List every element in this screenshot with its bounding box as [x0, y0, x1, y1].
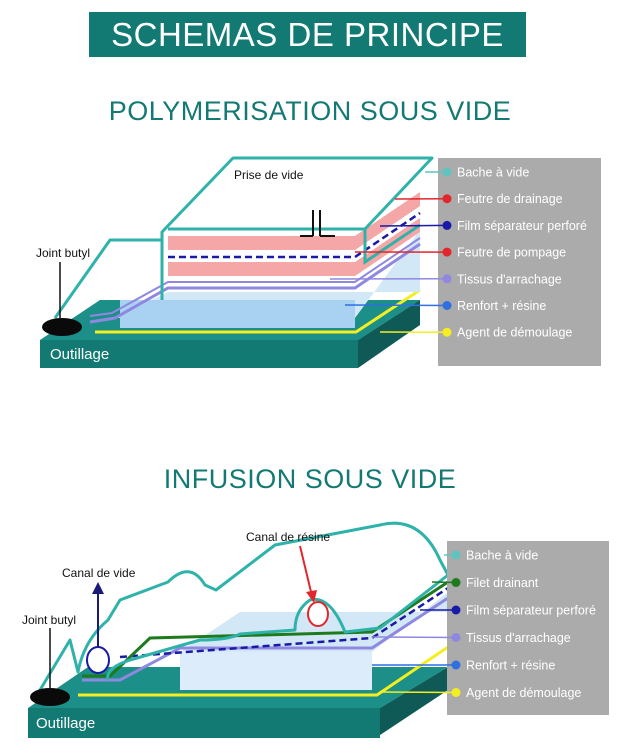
resin-channel [307, 601, 329, 627]
legend-label: Film séparateur perforé [457, 219, 587, 233]
joint-butyl-label-2: Joint butyl [22, 613, 76, 627]
joint-butyl-label-1: Joint butyl [36, 246, 90, 260]
tooling2-right [380, 667, 448, 735]
legend-dot [451, 633, 461, 642]
legend-label: Renfort + résine [466, 659, 555, 673]
diagram1: Outillage Prise de vide Joint butyl [36, 156, 601, 368]
pumping-felt [168, 218, 420, 276]
release-agent2-line [78, 645, 449, 697]
canal-de-vide-label: Canal de vide [62, 566, 136, 580]
vacuum-bag [53, 156, 434, 319]
legend1-box [438, 158, 601, 366]
legend-dot [451, 688, 461, 697]
outillage-label: Outillage [50, 346, 109, 363]
reinforcement-top [115, 230, 420, 318]
legend-label: Film séparateur perforé [466, 604, 596, 618]
legend-dot [451, 550, 461, 560]
legend-dot [442, 247, 452, 257]
diagram2-title: INFUSION SOUS VIDE [163, 464, 457, 494]
legend-dot [442, 194, 452, 204]
page-banner: SCHEMAS DE PRINCIPE [89, 12, 526, 57]
legend-dot [442, 167, 452, 177]
legend-label: Agent de démoulage [466, 686, 581, 700]
legend-dot [451, 605, 461, 615]
legend-leader-line [371, 636, 457, 639]
legend-label: Renfort + résine [457, 299, 546, 313]
legend-dot [442, 301, 452, 310]
vacuum-port-icon [300, 210, 335, 237]
legend-label: Agent de démoulage [457, 326, 572, 340]
peel-ply-line-2 [89, 237, 421, 317]
diagram1-title: POLYMERISATION SOUS VIDE [108, 96, 512, 126]
legend-label: Tissus d'arrachage [466, 631, 571, 645]
reinforcement-front [120, 300, 355, 328]
legend-dot [442, 274, 452, 284]
outillage2-label: Outillage [36, 715, 95, 732]
vacuum-arrow-head-icon [92, 582, 104, 594]
legend-dot [442, 220, 452, 230]
tooling-front [40, 340, 358, 368]
peel-ply-line [89, 242, 421, 324]
vacuum-bag-edge [363, 223, 421, 265]
legend-label: Bache à vide [457, 166, 529, 180]
legend-dot [442, 327, 452, 337]
butyl-seal [42, 318, 82, 336]
butyl-seal-2 [30, 688, 70, 706]
resin-arrow-head-icon [306, 590, 317, 603]
legend-dot [451, 578, 461, 587]
perforated-film2-line [119, 586, 449, 659]
canal-de-resine-label: Canal de résine [246, 530, 330, 544]
vacuum-bag2 [38, 521, 450, 691]
tooling-right [358, 300, 420, 368]
vacuum-channel [86, 646, 110, 674]
legend-label: Feutre de drainage [457, 192, 563, 206]
legend-label: Tissus d'arrachage [457, 272, 562, 286]
legend-label: Feutre de pompage [457, 246, 566, 260]
reinforcement2-front [180, 652, 372, 690]
legend-label: Filet drainant [466, 576, 539, 590]
release-agent-line [95, 288, 421, 334]
legend-leader-line [379, 691, 457, 694]
tooling2-front [28, 708, 380, 738]
legend-leader-line [344, 304, 448, 307]
prise-de-vide-label: Prise de vide [234, 168, 304, 182]
resin-channel-arrow [299, 545, 313, 597]
drainage-felt [168, 192, 420, 250]
legend2-box [447, 541, 609, 715]
legend-dot [451, 660, 461, 670]
legend-leader-line [379, 224, 448, 227]
legend-label: Bache à vide [466, 549, 538, 563]
